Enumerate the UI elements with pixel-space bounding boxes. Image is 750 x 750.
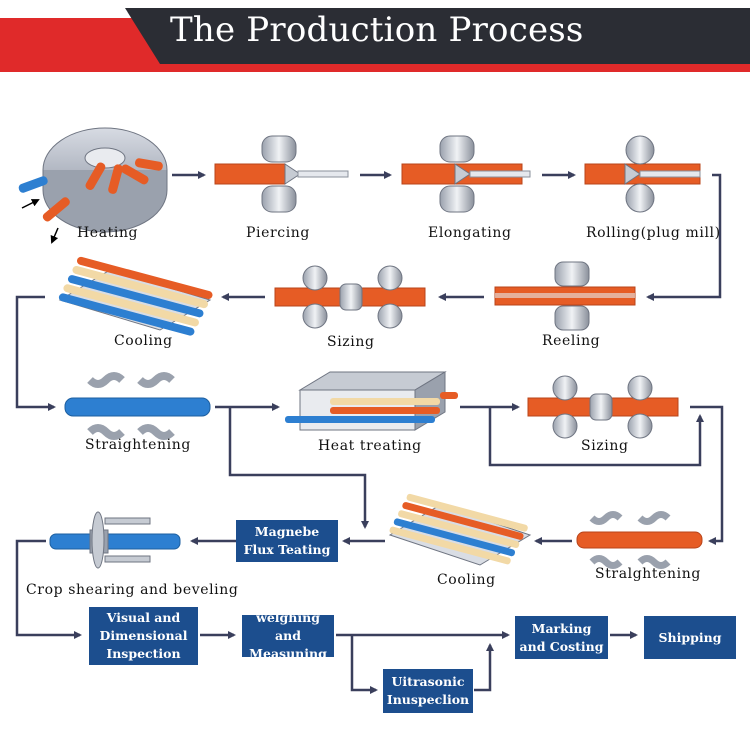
box-weighing-measuring: welghing and Measuning: [242, 610, 334, 661]
label-rolling: Rolling(plug mill): [586, 225, 721, 241]
page-title: The Production Process: [170, 10, 584, 50]
straightening-illustration-2: [576, 511, 703, 569]
title-banner: [0, 8, 750, 72]
label-heat-treating: Heat treating: [318, 438, 422, 454]
cooling-bed-illustration-1: [58, 256, 213, 336]
label-elongating: Elongating: [428, 225, 512, 241]
cooling-bed-illustration-2: [388, 493, 532, 566]
label-cooling-2: Cooling: [437, 572, 496, 588]
crop-shearing-illustration: [49, 511, 181, 569]
label-cooling-1: Cooling: [114, 333, 173, 349]
box-magnetic-flux-testing: Magnebe Flux Teating: [236, 520, 338, 562]
label-heating: Heating: [77, 225, 139, 241]
label-straightening-2: Stralghtening: [595, 566, 701, 582]
label-sizing-2: Sizing: [581, 438, 629, 454]
sizing-illustration-2: [527, 375, 679, 439]
flow-arrows: [15, 171, 724, 694]
reeling-illustration: [494, 261, 636, 331]
label-sizing-1: Sizing: [327, 334, 375, 350]
label-straightening-1: Straightening: [85, 437, 191, 453]
rolling-illustration: [584, 135, 701, 213]
box-visual-dimensional-inspection: Visual and Dimensional Inspection: [89, 607, 198, 665]
heat-treating-illustration: [285, 371, 458, 431]
box-marking-coating: Marking and Costing: [515, 616, 608, 659]
label-reeling: Reeling: [542, 333, 601, 349]
sizing-illustration-1: [274, 265, 426, 329]
box-ultrasonic-inspection: Uitrasonic Inuspeclion: [383, 669, 473, 713]
elongating-illustration: [401, 135, 531, 213]
straightening-illustration-1: [64, 372, 211, 440]
heating-furnace-illustration: [18, 127, 168, 244]
label-crop-shearing: Crop shearing and beveling: [26, 582, 239, 598]
label-piercing: Piercing: [246, 225, 310, 241]
box-shipping: Shipping: [644, 616, 736, 659]
piercing-illustration: [214, 135, 349, 213]
